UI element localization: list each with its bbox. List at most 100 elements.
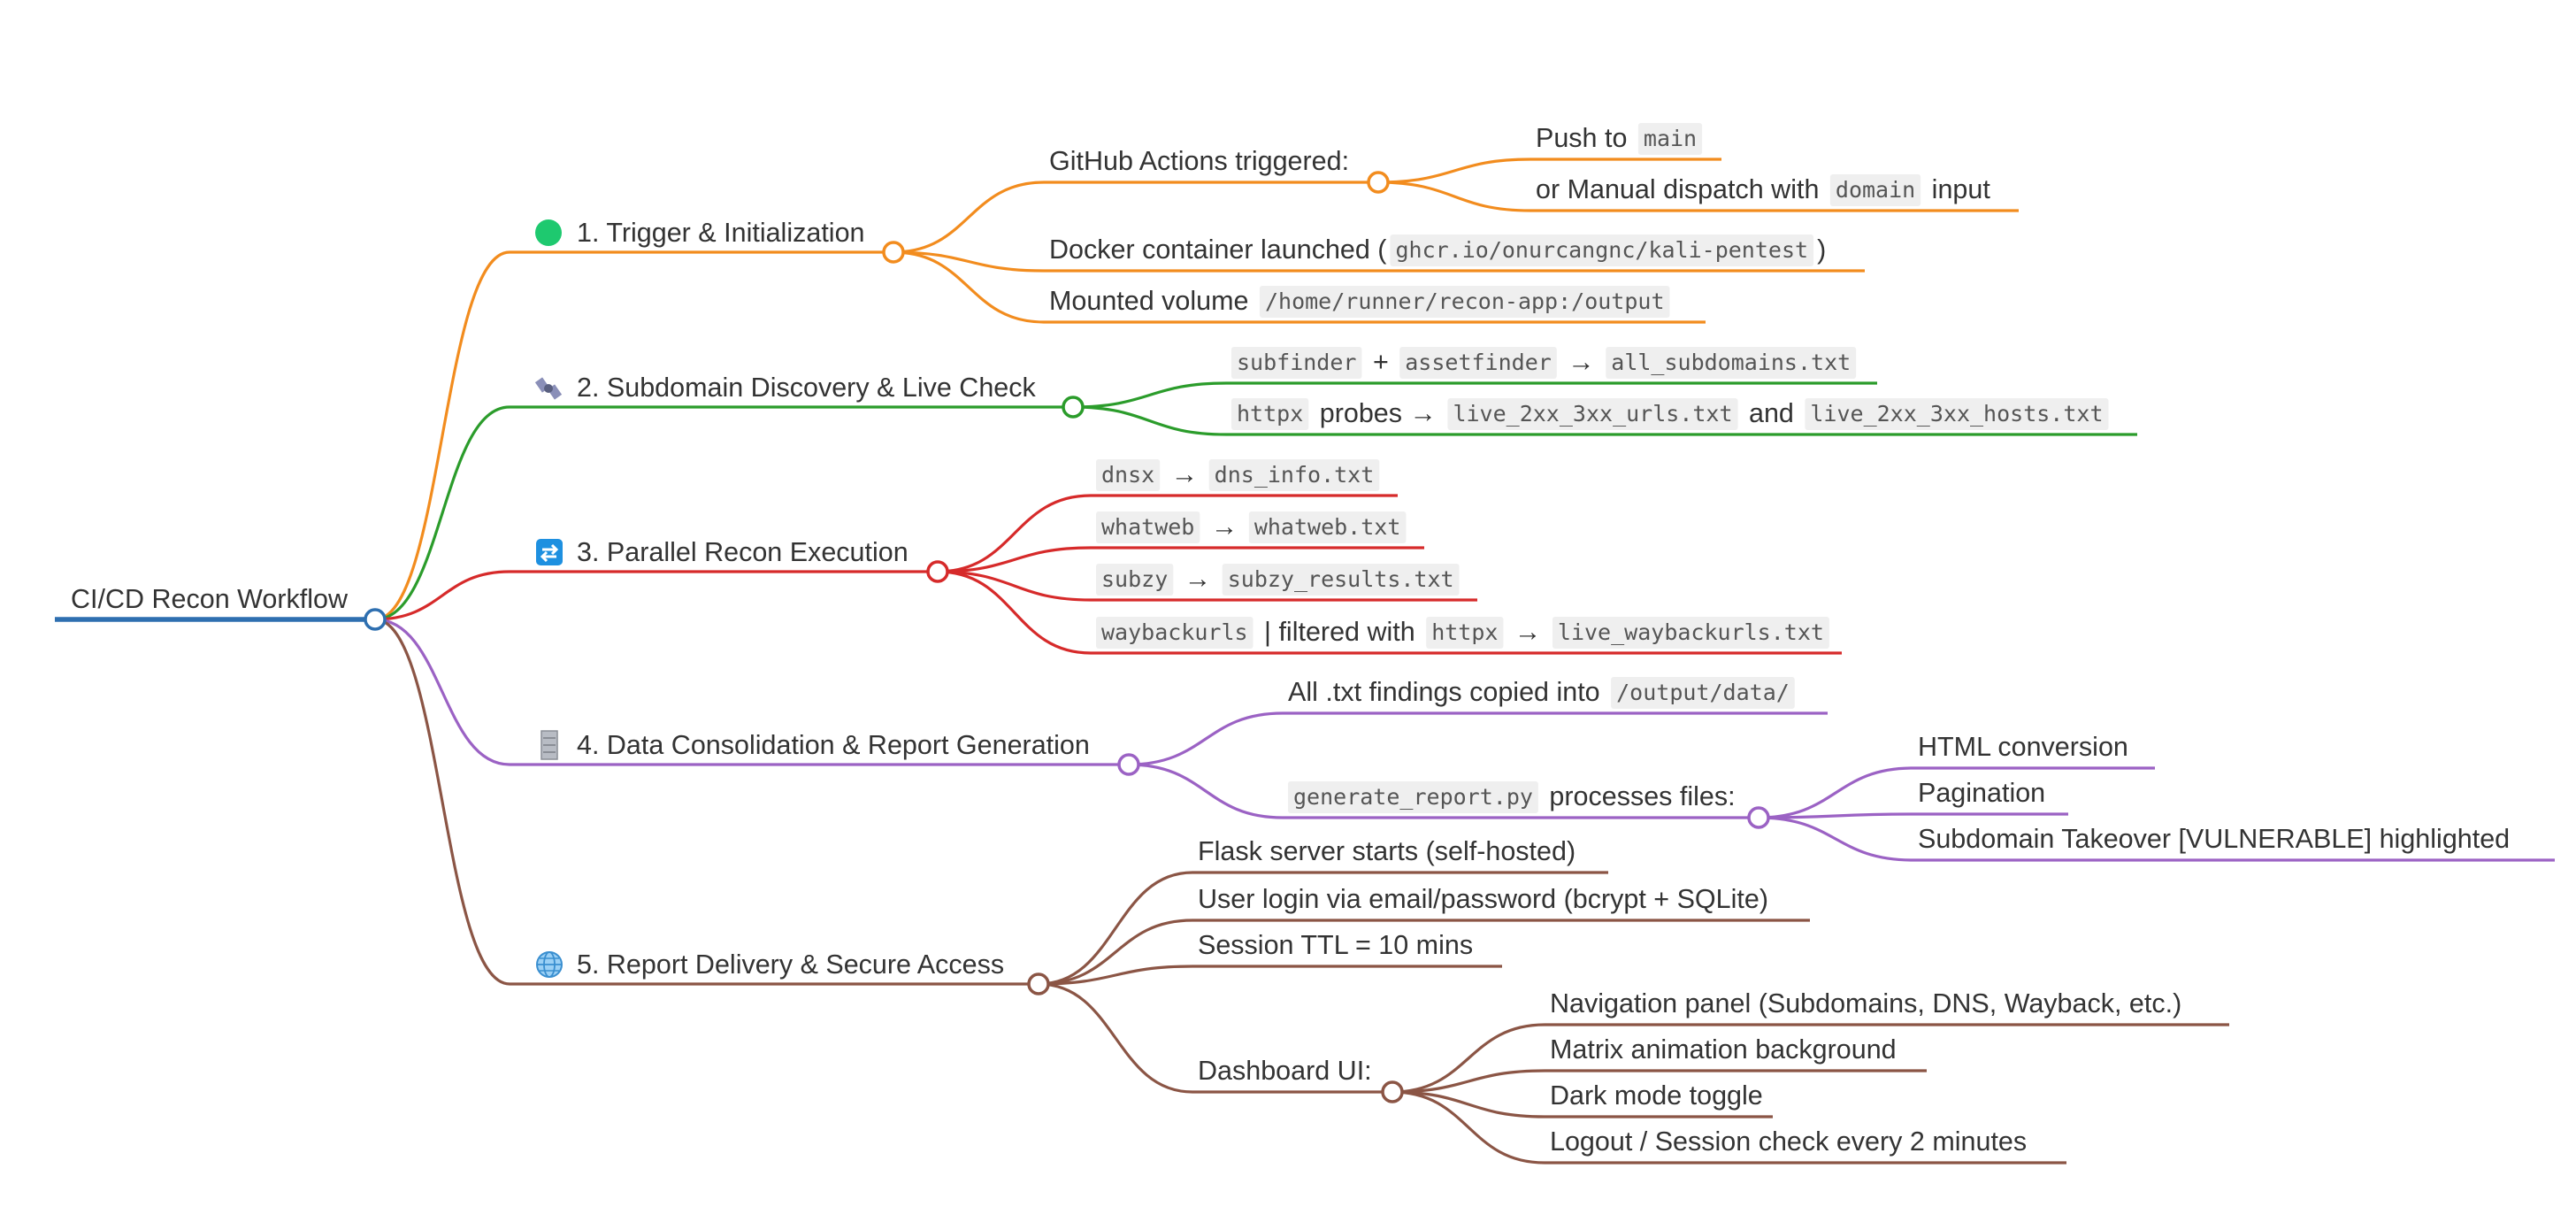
code-chip-bg — [1288, 781, 1538, 813]
connector-line — [1392, 1023, 1545, 1094]
node-copied: All .txt findings copied into /output/da… — [1288, 677, 1795, 709]
code-chip: httpx — [1237, 401, 1303, 427]
code-chip-bg — [1096, 459, 1161, 491]
label-text: Dark mode toggle — [1550, 1080, 1763, 1111]
code-chip-bg — [1426, 617, 1504, 649]
code-chip-bg — [1390, 234, 1814, 266]
node-docker: Docker container launched (ghcr.io/onurc… — [1049, 234, 1826, 266]
node-subfinder: subfinder + assetfinder → all_subdomains… — [1231, 347, 1857, 379]
code-chip: subfinder — [1237, 350, 1356, 375]
green-circle-icon — [535, 219, 562, 246]
node-whatweb: whatweb → whatweb.txt — [1096, 511, 1407, 543]
knob-parallel[interactable] — [926, 560, 949, 583]
connector-line — [374, 250, 510, 621]
label-text: Pagination — [1918, 778, 2045, 808]
label-text: → — [1203, 511, 1245, 542]
label-text: GitHub Actions triggered: — [1049, 146, 1349, 176]
knob-trigger[interactable] — [882, 241, 905, 264]
code-chip: live_waybackurls.txt — [1558, 619, 1824, 645]
connector-line — [1377, 181, 1531, 212]
code-chip: live_2xx_3xx_urls.txt — [1453, 401, 1732, 427]
label-text: All .txt findings copied into — [1288, 677, 1607, 707]
node-volume: Mounted volume /home/runner/recon-app:/o… — [1049, 286, 1670, 318]
knob-dashboard[interactable] — [1381, 1080, 1404, 1103]
code-chip: whatweb.txt — [1254, 514, 1401, 540]
code-chip-bg — [1552, 617, 1829, 649]
connector-line — [1377, 158, 1531, 184]
knob-delivery[interactable] — [1027, 972, 1050, 996]
label-text: Mounted volume — [1049, 286, 1256, 316]
label-text: HTML conversion — [1918, 732, 2128, 762]
connector-line — [1128, 711, 1284, 766]
code-chip-bg — [1248, 511, 1407, 543]
connector-line — [1072, 381, 1227, 409]
label-text: + — [1365, 347, 1396, 377]
node-nav: Navigation panel (Subdomains, DNS, Wayba… — [1550, 988, 2181, 1019]
label-text: Push to — [1536, 123, 1635, 153]
branch-label-delivery: 5. Report Delivery & Secure Access — [577, 949, 1004, 980]
node-wayback: waybackurls | filtered with httpx → live… — [1096, 617, 1829, 649]
node-dashboard: Dashboard UI: — [1198, 1056, 1372, 1086]
connector-line — [374, 618, 510, 766]
node-manual: or Manual dispatch with domain input — [1536, 174, 1990, 206]
node-logout: Logout / Session check every 2 minutes — [1550, 1126, 2027, 1157]
code-chip-bg — [1606, 347, 1857, 379]
node-matrix: Matrix animation background — [1550, 1034, 1897, 1065]
node-login: User login via email/password (bcrypt + … — [1198, 884, 1768, 914]
knob-genreport[interactable] — [1747, 806, 1770, 829]
code-chip-bg — [1096, 511, 1200, 543]
code-chip-bg — [1208, 459, 1380, 491]
label-text: Subdomain Takeover [VULNERABLE] highligh… — [1918, 824, 2510, 854]
connector-line — [1038, 919, 1193, 986]
branch-label-trigger: 1. Trigger & Initialization — [577, 218, 865, 248]
connector-line — [937, 570, 1092, 602]
label-text: Session TTL = 10 mins — [1198, 930, 1473, 960]
connector-line — [1038, 871, 1193, 986]
code-chip-bg — [1447, 398, 1738, 430]
label-text: input — [1924, 174, 1990, 204]
node-dark: Dark mode toggle — [1550, 1080, 1763, 1111]
label-text: and — [1742, 398, 1802, 428]
branch-label-discovery: 2. Subdomain Discovery & Live Check — [577, 373, 1036, 403]
connector-line — [937, 546, 1092, 573]
connector-line — [1392, 1090, 1545, 1119]
root-label: CI/CD Recon Workflow — [71, 584, 349, 614]
connector-line — [1128, 763, 1284, 819]
node-httpx: httpx probes → live_2xx_3xx_urls.txt and… — [1231, 398, 2109, 430]
label-text: ) — [1817, 234, 1826, 265]
connector-line — [937, 570, 1092, 655]
repeat-icon — [536, 539, 563, 565]
code-chip-bg — [1096, 617, 1254, 649]
node-github: GitHub Actions triggered: — [1049, 146, 1349, 176]
code-chip-bg — [1231, 347, 1362, 379]
connector-line — [1758, 766, 1913, 819]
knob-github[interactable] — [1367, 171, 1390, 194]
code-chip-bg — [1829, 174, 1921, 206]
connector-line — [1072, 405, 1227, 436]
code-chip: subzy_results.txt — [1228, 566, 1454, 592]
cabinet-icon — [540, 730, 558, 760]
label-text: Logout / Session check every 2 minutes — [1550, 1126, 2027, 1157]
connector-line — [893, 181, 1045, 254]
knob-data[interactable] — [1117, 753, 1140, 776]
node-subzy: subzy → subzy_results.txt — [1096, 564, 1460, 596]
knob-discovery[interactable] — [1062, 396, 1085, 419]
label-text: processes files: — [1542, 781, 1736, 811]
label-text: Dashboard UI: — [1198, 1056, 1372, 1086]
node-takeover: Subdomain Takeover [VULNERABLE] highligh… — [1918, 824, 2510, 854]
label-text: or Manual dispatch with — [1536, 174, 1827, 204]
node-dnsx: dnsx → dns_info.txt — [1096, 459, 1380, 491]
globe-icon — [536, 951, 563, 978]
label-text: → — [1560, 347, 1602, 377]
code-chip: /output/data/ — [1616, 680, 1790, 705]
connector-line — [374, 570, 510, 621]
connector-line — [893, 250, 1045, 273]
root-knob[interactable] — [364, 608, 387, 631]
code-chip-bg — [1231, 398, 1309, 430]
satellite-icon — [534, 377, 563, 400]
code-chip: main — [1644, 126, 1697, 151]
label-text: Matrix animation background — [1550, 1034, 1897, 1065]
code-chip: whatweb — [1101, 514, 1194, 540]
code-chip: assetfinder — [1405, 350, 1552, 375]
label-text: probes → — [1312, 398, 1444, 428]
